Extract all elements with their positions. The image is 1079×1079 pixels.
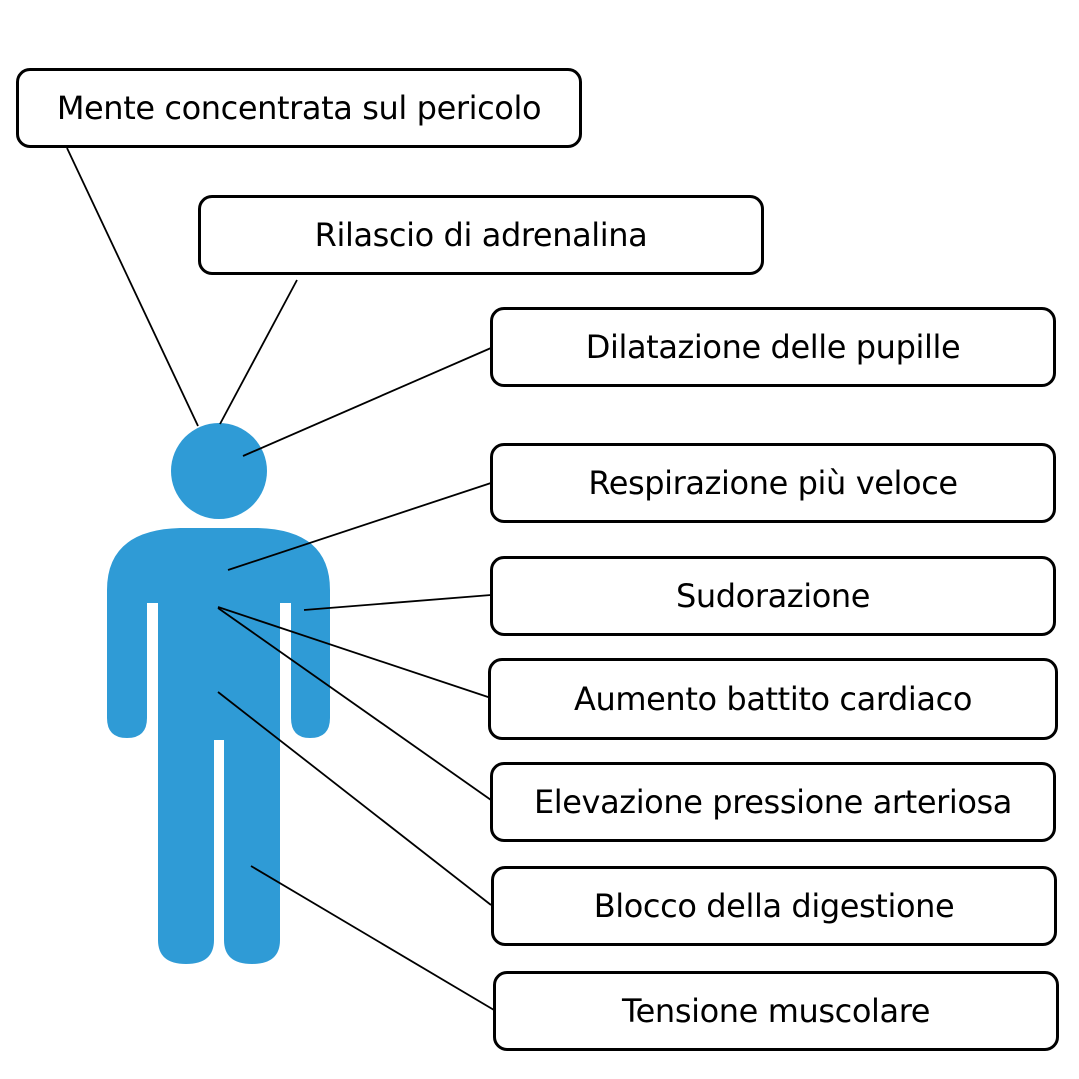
- label-pressione: Elevazione pressione arteriosa: [490, 762, 1056, 842]
- connector-sudorazione: [303, 594, 492, 611]
- connector-battito: [217, 606, 492, 699]
- connector-pupille: [242, 347, 492, 457]
- label-sudorazione: Sudorazione: [490, 556, 1056, 636]
- label-battito: Aumento battito cardiaco: [488, 658, 1058, 740]
- connector-tensione: [250, 865, 495, 1011]
- label-pupille: Dilatazione delle pupille: [490, 307, 1056, 387]
- label-tensione: Tensione muscolare: [493, 971, 1059, 1051]
- label-mente: Mente concentrata sul pericolo: [16, 68, 582, 148]
- connector-mente: [66, 147, 199, 427]
- label-adrenalina: Rilascio di adrenalina: [198, 195, 764, 275]
- label-digestione: Blocco della digestione: [491, 866, 1057, 946]
- person-head: [171, 423, 267, 519]
- person-body: [107, 528, 330, 964]
- connector-adrenalina: [219, 279, 298, 425]
- connector-digestione: [217, 691, 492, 906]
- connector-respirazione: [227, 482, 492, 571]
- label-respirazione: Respirazione più veloce: [490, 443, 1056, 523]
- person-icon: [107, 423, 330, 964]
- connector-pressione: [217, 607, 492, 801]
